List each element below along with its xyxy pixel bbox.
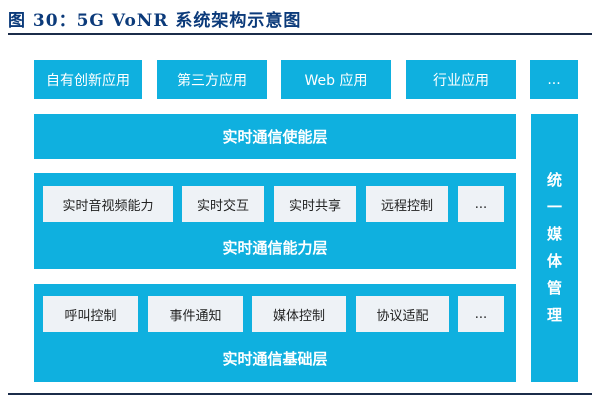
base-item-event-notify: 事件通知 [148, 296, 243, 332]
layer-capability-title: 实时通信能力层 [222, 239, 328, 257]
app-box-third-party: 第三方应用 [157, 60, 267, 99]
base-item-call-control: 呼叫控制 [43, 296, 138, 332]
app-box-industry: 行业应用 [406, 60, 516, 99]
capability-item-share: 实时共享 [274, 186, 356, 222]
side-char-2: 一 [546, 198, 562, 216]
app-box-web: Web 应用 [281, 60, 391, 99]
layer-base: 呼叫控制 事件通知 媒体控制 协议适配 ... 实时通信基础层 [34, 284, 516, 382]
figure-title: 图 30：5G VoNR 系统架构示意图 [8, 11, 302, 31]
base-item-media-control: 媒体控制 [252, 296, 346, 332]
app-box-more: ... [530, 60, 578, 99]
side-char-4: 体 [546, 252, 562, 270]
layer-capability: 实时音视频能力 实时交互 实时共享 远程控制 ... 实时通信能力层 [34, 173, 516, 269]
base-item-more: ... [458, 296, 504, 332]
app-box-self-innovation: 自有创新应用 [34, 60, 142, 99]
side-char-1: 统 [546, 171, 562, 189]
base-item-protocol-adapt: 协议适配 [356, 296, 449, 332]
capability-item-interaction: 实时交互 [182, 186, 264, 222]
capability-item-remote: 远程控制 [366, 186, 448, 222]
side-char-3: 媒 [546, 225, 562, 243]
capability-item-av: 实时音视频能力 [43, 186, 173, 222]
layer-enable-title: 实时通信使能层 [222, 128, 328, 146]
capability-item-more: ... [458, 186, 504, 222]
layer-enable: 实时通信使能层 [34, 114, 516, 159]
side-char-6: 理 [546, 306, 562, 324]
top-rule [8, 33, 592, 35]
bottom-rule [8, 393, 592, 395]
side-char-5: 管 [546, 279, 562, 297]
unified-media-management-panel: 统 一 媒 体 管 理 [531, 114, 578, 382]
layer-base-title: 实时通信基础层 [222, 350, 328, 368]
